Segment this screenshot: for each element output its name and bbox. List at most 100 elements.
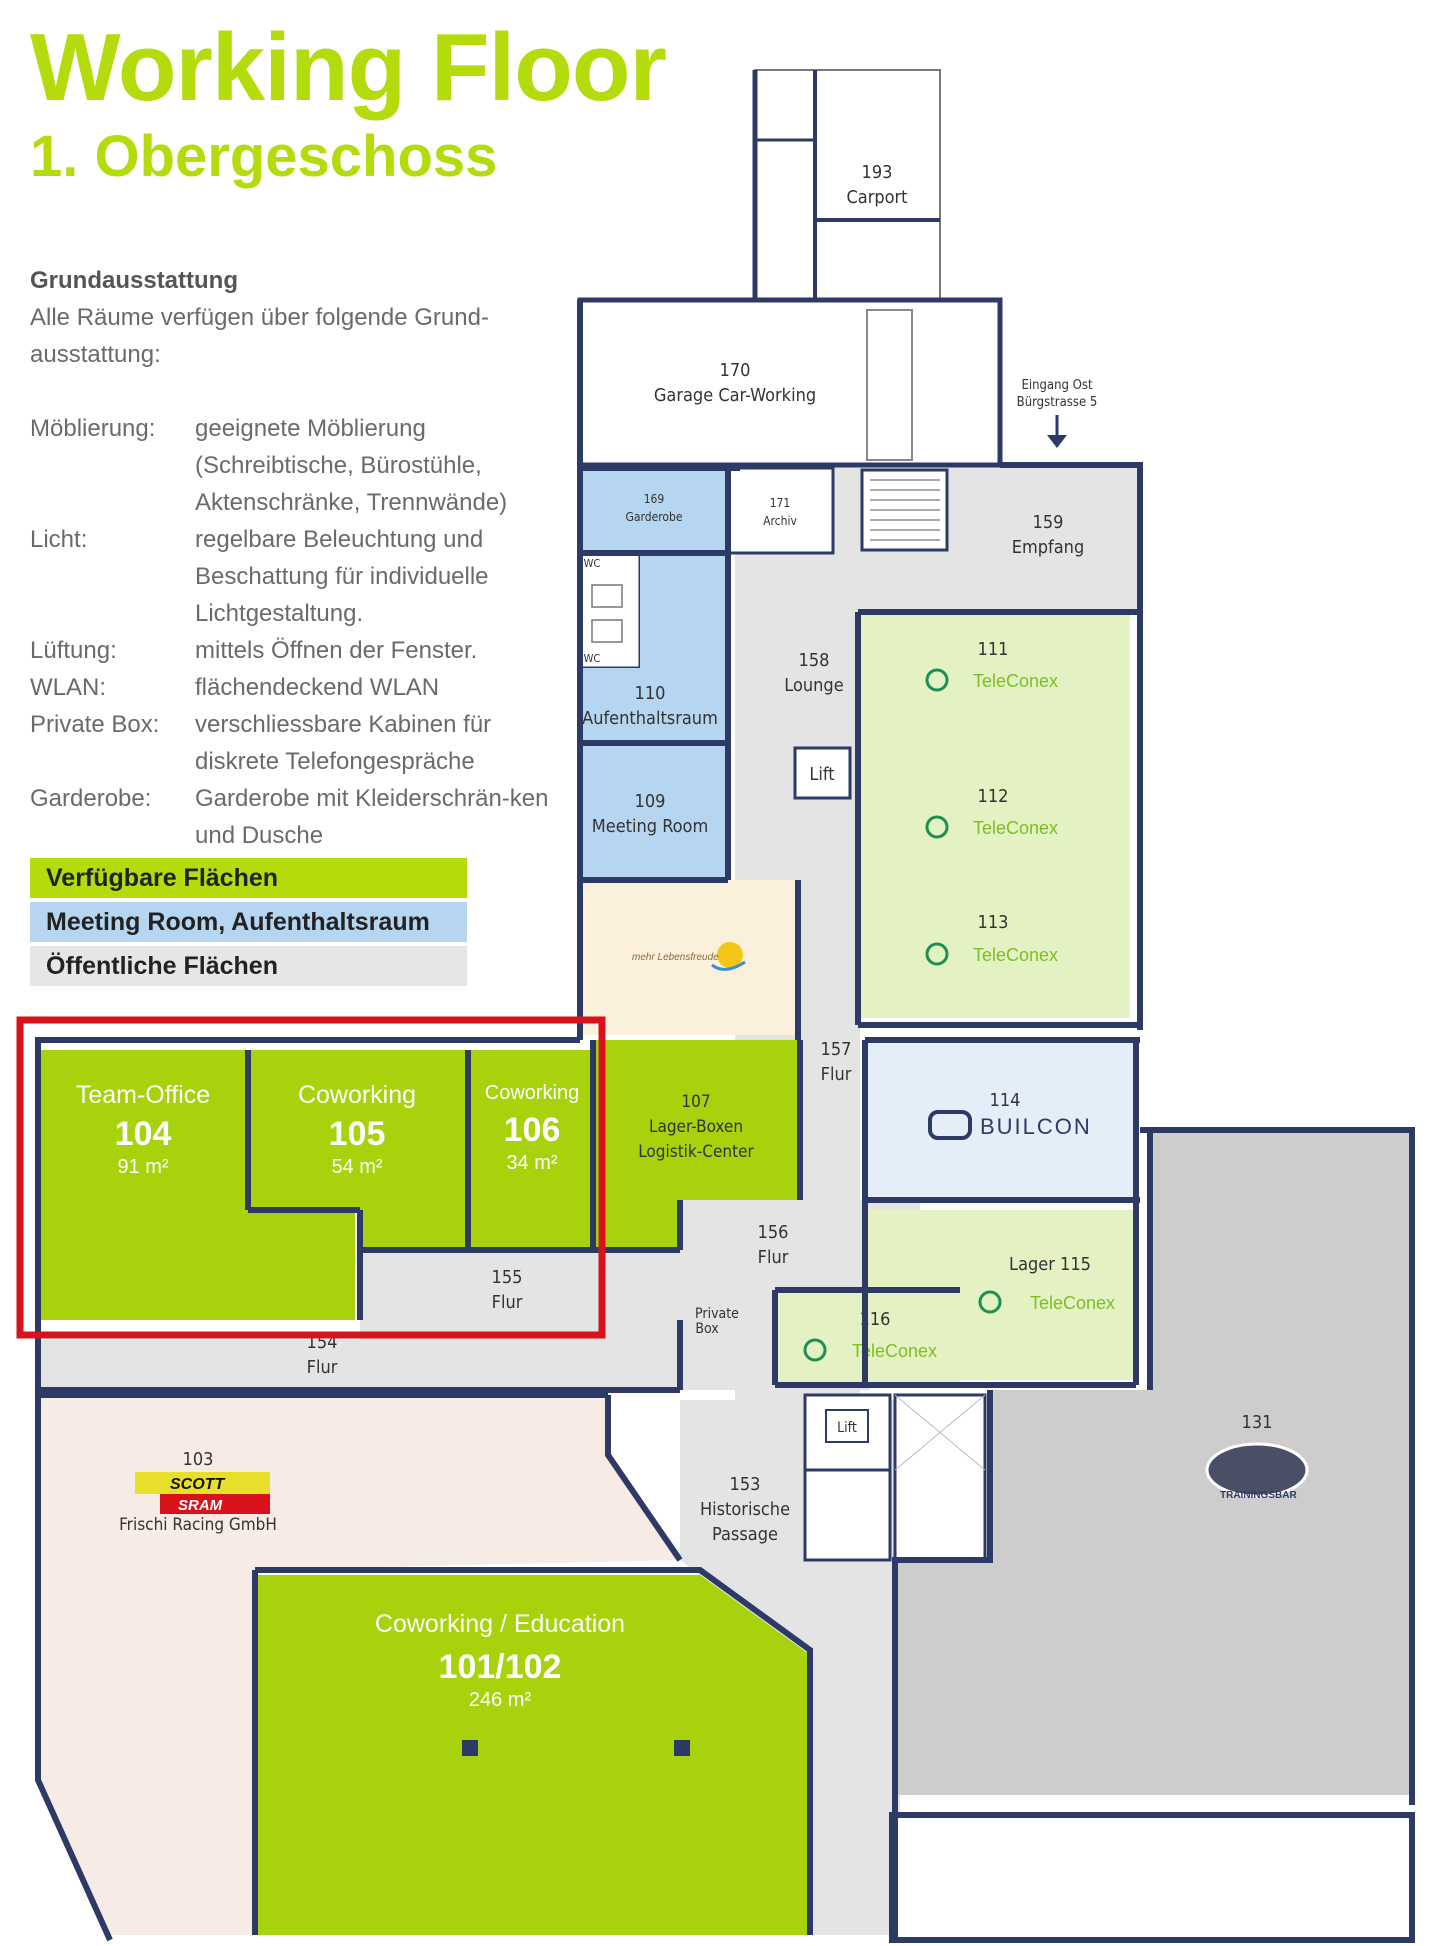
lift-label: Lift [809,764,834,785]
room-103[interactable]: 103 SCOTT SRAM Frischi Racing GmbH [38,1395,680,1935]
room-193-number: 193 [862,162,893,183]
legend-meeting: Meeting Room, Aufenthaltsraum [30,902,467,942]
room-153-line1: Historische [700,1499,790,1520]
room-158[interactable]: 158 Lounge [784,650,843,696]
room-114[interactable]: 114 BUILCON [865,1040,1135,1200]
room-170[interactable]: 170 Garage Car-Working [577,297,1003,468]
private-box[interactable]: Private Box [695,1306,739,1337]
room-115-tenant: TeleConex [1030,1293,1115,1313]
teleconex-logo-icon [803,1338,827,1362]
entrance-line2: Bürgstrasse 5 [1017,395,1098,410]
room-154-name: Flur [307,1357,338,1378]
page-title: Working Floor [30,14,667,121]
spec-value: regelbare Beleuchtung und Beschattung fü… [195,526,489,627]
room-101-type: Coworking / Education [375,1610,625,1638]
room-159-name: Empfang [1012,537,1084,558]
private-box-line2: Box [695,1321,719,1337]
room-170-name: Garage Car-Working [654,385,816,406]
entrance-arrowhead-icon [1047,435,1067,448]
room-105-type: Coworking [298,1081,416,1109]
spec-key: WLAN: [30,674,107,701]
room-153[interactable]: 153 Historische Passage [700,1474,790,1545]
room-109[interactable]: 109 Meeting Room [580,743,728,880]
room-113-tenant: TeleConex [973,945,1058,965]
spec-row: Lüftung: mittels Öffnen der Fenster. [30,632,550,669]
room-105-area: 54 m² [331,1156,382,1178]
spec-value: geeignete Möblierung (Schreibtische, Bür… [195,415,508,516]
room-156[interactable]: 156 Flur [758,1222,789,1268]
room-110-name: Aufenthaltsraum [582,708,718,729]
room-101-102[interactable]: Coworking / Education 101/102 246 m² [258,1575,810,1935]
column [674,1740,690,1756]
teleconex-logo-icon [925,942,949,966]
spec-row: Möblierung: geeignete Möblierung (Schrei… [30,410,550,521]
room-171[interactable]: 171 Archiv [726,466,835,555]
room-156-number: 156 [758,1222,789,1243]
room-157-number: 157 [821,1039,852,1060]
spec-value: Garderobe mit Kleiderschrän-ken und Dusc… [195,785,549,849]
column [462,1740,478,1756]
room-112[interactable]: 112 TeleConex [858,747,1130,870]
staircase-icon [860,468,949,552]
room-155-number: 155 [492,1267,523,1288]
lift-lower[interactable]: Lift [803,1393,892,1472]
room-113[interactable]: 113 TeleConex [858,870,1130,1018]
lebensfreude-tenant: mehr Lebensfreude [632,952,719,963]
room-106[interactable]: Coworking 106 34 m² [470,1050,590,1250]
room-110-number: 110 [635,683,666,704]
lower-right-wing [889,1812,1415,1943]
room-158-name: Lounge [784,675,843,696]
room-159-number: 159 [1033,512,1064,533]
teleconex-logo-icon [925,815,949,839]
room-103-brand1: SCOTT [170,1476,225,1493]
room-169-name: Garderobe [626,510,683,524]
spec-value: flächendeckend WLAN [195,674,440,701]
highlight-frame [16,1016,606,1339]
legend-available: Verfügbare Flächen [30,858,467,898]
wc-label: WC [584,557,601,570]
spec-row: WLAN: flächendeckend WLAN [30,669,550,706]
room-155[interactable]: 155 Flur [492,1267,523,1313]
room-101-number: 101/102 [439,1648,562,1686]
room-110[interactable]: 110 Aufenthaltsraum [580,553,728,743]
spec-key: Lüftung: [30,637,117,664]
room-107-line1: Lager-Boxen [649,1117,743,1137]
room-131[interactable]: 131 TRAININGSBAR [895,1130,1412,1795]
sram-logo-icon [160,1494,270,1514]
room-111-tenant: TeleConex [973,671,1058,691]
room-155-name: Flur [492,1292,523,1313]
room-105[interactable]: Coworking 105 54 m² [248,1050,465,1250]
spec-key: Private Box: [30,711,160,738]
wc-block[interactable]: WC WC [578,551,642,670]
room-111-number: 111 [978,639,1009,660]
room-109-name: Meeting Room [592,816,708,837]
room-159[interactable]: 159 Empfang [960,468,1140,608]
room-lebensfreude[interactable]: mehr Lebensfreude [580,880,798,1035]
builcon-logo-icon [928,1110,972,1140]
room-115-name: Lager 115 [1009,1254,1091,1275]
room-171-name: Archiv [763,514,797,528]
room-104-area: 91 m² [117,1156,168,1178]
spec-key: Licht: [30,526,88,553]
room-106-area: 34 m² [506,1152,557,1174]
room-101-area: 246 m² [469,1689,532,1711]
room-157[interactable]: 157 Flur [821,1039,852,1085]
room-112-number: 112 [978,786,1009,807]
room-104[interactable]: Team-Office 104 91 m² [38,1050,355,1320]
room-111[interactable]: 111 TeleConex [858,612,1130,747]
room-114-tenant: BUILCON [980,1114,1092,1139]
lift-upper[interactable]: Lift [793,746,852,800]
entrance-east[interactable]: Eingang Ost Bürgstrasse 5 [1017,378,1098,448]
trainingsbar-logo-icon [1205,1442,1309,1498]
room-169-number: 169 [644,492,665,506]
room-109-number: 109 [635,791,666,812]
room-116-tenant: TeleConex [852,1341,937,1361]
lift-label: Lift [837,1420,857,1436]
teleconex-logo-icon [925,668,949,692]
room-169[interactable]: 169 Garderobe [580,468,728,553]
room-107[interactable]: 107 Lager-Boxen Logistik-Center [593,1040,800,1250]
room-193[interactable]: 193 Carport [752,69,941,301]
page-subtitle: 1. Obergeschoss [30,124,498,189]
room-131-tenant: TRAININGSBAR [1220,1490,1297,1501]
